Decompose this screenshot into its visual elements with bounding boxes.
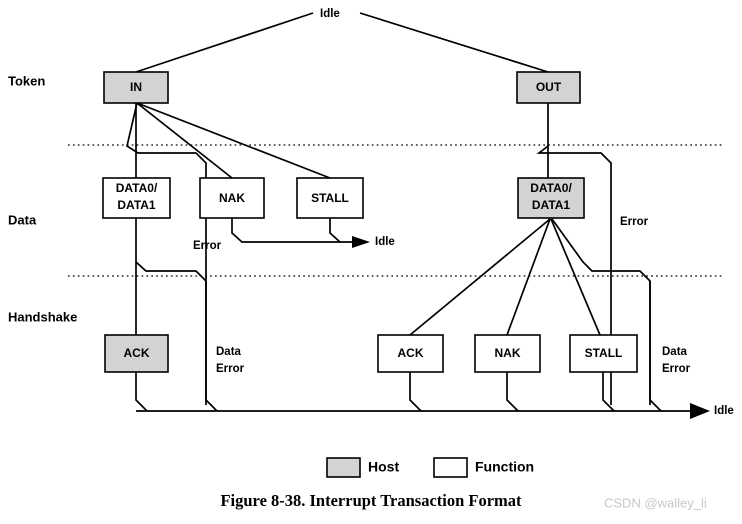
out-handshake-fanout: [409, 218, 651, 405]
idle-middle-group: Idle Error: [193, 218, 395, 252]
handshake-stall-out-box-group: STALL: [569, 334, 638, 373]
data-stall-label: STALL: [311, 191, 349, 205]
data-error-label-right-line1: Data: [662, 346, 688, 358]
idle-to-in-line: [135, 12, 314, 73]
data-payload-out-box[interactable]: [517, 177, 585, 219]
data-out-to-stall-line: [550, 218, 601, 336]
row-label-data: Data: [8, 212, 37, 227]
idle-bottom-arrowhead: [690, 403, 710, 419]
token-out-label: OUT: [536, 80, 562, 94]
data-stall-box-group: STALL: [296, 177, 364, 219]
data-payload-in-box[interactable]: [102, 177, 171, 219]
token-in-box-group: IN: [103, 71, 169, 104]
data-error-label-left-line1: Data: [216, 346, 242, 358]
handshake-ack-out-box-group: ACK: [377, 334, 444, 373]
data-out-error-path: [551, 218, 651, 405]
data-payload-out-box-group: DATA0/ DATA1: [517, 177, 585, 219]
idle-middle-arrowhead: [352, 236, 370, 248]
idle-top-label: Idle: [320, 8, 340, 20]
handshake-nak-out-box-group: NAK: [474, 334, 541, 373]
legend-function-label: Function: [475, 459, 534, 475]
stall-out-to-bus-leg: [602, 372, 615, 412]
right-data-error-to-bus-leg: [649, 281, 662, 412]
data-payload-out-label-line1: DATA0/: [530, 181, 572, 195]
in-handshake-wires: [135, 218, 207, 335]
data-payload-in-box-group: DATA0/ DATA1: [102, 177, 171, 219]
in-to-stall-line: [136, 102, 331, 179]
token-in-box[interactable]: [103, 71, 169, 104]
handshake-ack-in-label: ACK: [124, 346, 150, 360]
watermark: CSDN @walley_li: [604, 495, 707, 510]
token-out-box-group: OUT: [516, 71, 581, 104]
handshake-stall-out-label: STALL: [585, 346, 623, 360]
data-out-to-nak-line: [506, 218, 551, 336]
data-payload-out-label-line2: DATA1: [532, 198, 571, 212]
data-payload-error-elbow: [135, 261, 207, 282]
idle-middle-label: Idle: [375, 236, 395, 248]
ack-in-to-bus-leg: [135, 372, 148, 412]
stall-to-idle-path: [329, 218, 341, 243]
data-error-label-right-line2: Error: [662, 363, 691, 375]
handshake-nak-out-label: NAK: [495, 346, 521, 360]
handshake-ack-in-box-group: ACK: [104, 334, 169, 373]
token-in-label: IN: [130, 80, 142, 94]
in-to-nak-line: [136, 102, 233, 179]
ack-out-to-bus-leg: [409, 372, 422, 412]
data-out-to-ack-line: [409, 218, 551, 336]
idle-bottom-label: Idle: [714, 405, 734, 417]
row-label-token: Token: [8, 73, 45, 88]
legend-host-label: Host: [368, 459, 399, 475]
data-payload-in-label-line1: DATA0/: [116, 181, 158, 195]
nak-out-to-bus-leg: [506, 372, 519, 412]
row-label-handshake: Handshake: [8, 309, 77, 324]
error-label-right-data: Error: [620, 216, 649, 228]
handshake-stall-out-box[interactable]: [569, 334, 638, 373]
idle-bottom-group: Idle: [135, 281, 734, 419]
idle-top-group: Idle: [135, 8, 549, 73]
out-data-error-path: [536, 145, 612, 405]
handshake-ack-out-label: ACK: [398, 346, 424, 360]
legend-function-swatch: [433, 457, 468, 478]
legend: Host Function: [326, 457, 534, 478]
idle-to-out-line: [359, 12, 549, 73]
error-label-left-data: Error: [193, 240, 222, 252]
nak-to-idle-path: [231, 218, 352, 243]
data-error-label-left-line2: Error: [216, 363, 245, 375]
data-payload-in-label-line2: DATA1: [117, 198, 156, 212]
figure-caption: Figure 8-38. Interrupt Transaction Forma…: [220, 491, 522, 510]
handshake-nak-out-box[interactable]: [474, 334, 541, 373]
data-nak-box-group: NAK: [199, 177, 265, 219]
left-data-error-to-bus-leg: [205, 281, 218, 412]
out-branch-wires: [536, 103, 612, 405]
legend-host-swatch: [326, 457, 361, 478]
data-nak-label: NAK: [219, 191, 245, 205]
